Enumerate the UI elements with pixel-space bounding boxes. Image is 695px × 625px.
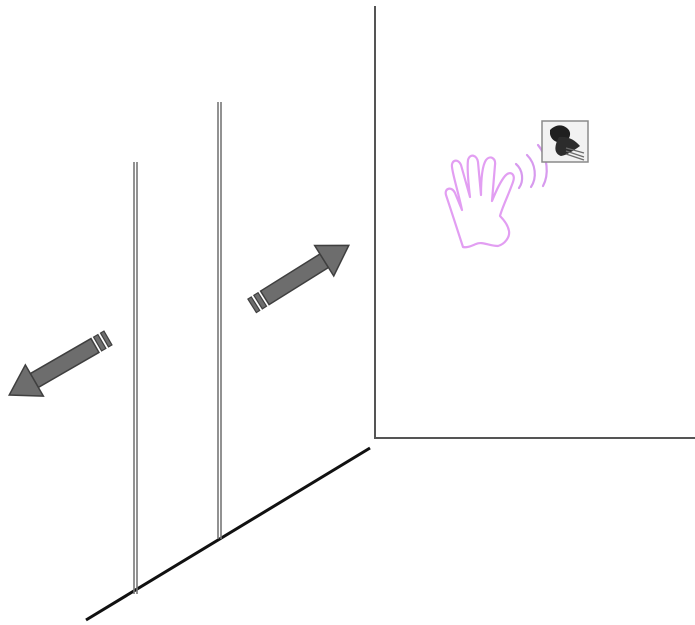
arrow-inward[interactable] [243,230,359,321]
room-corner [375,6,695,438]
partition-right[interactable] [218,102,221,539]
sensor-device-icon[interactable] [542,121,588,162]
gesture-hand-icon [446,156,514,248]
arrow-outward[interactable] [0,322,117,410]
floor-line [86,448,370,620]
partition-left[interactable] [134,162,137,594]
